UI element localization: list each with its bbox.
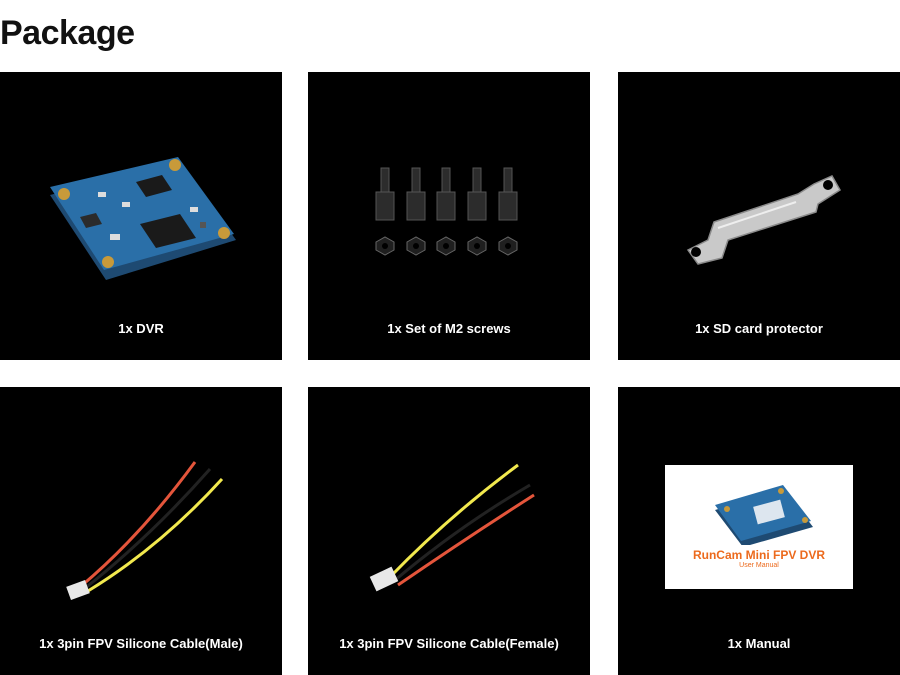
package-item-cable-female: 1x 3pin FPV Silicone Cable(Female) bbox=[308, 387, 590, 675]
manual-title: RunCam Mini FPV DVR bbox=[692, 548, 825, 562]
item-label: 1x 3pin FPV Silicone Cable(Female) bbox=[339, 636, 559, 651]
page-title: Package bbox=[0, 14, 135, 52]
item-label: 1x Set of M2 screws bbox=[387, 321, 511, 336]
item-label: 1x DVR bbox=[118, 321, 164, 336]
dvr-board-icon bbox=[50, 157, 236, 280]
manual-cover: RunCam Mini FPV DVR User Manual bbox=[665, 465, 853, 589]
manual-subtitle: User Manual bbox=[739, 562, 779, 569]
package-item-cable-male: 1x 3pin FPV Silicone Cable(Male) bbox=[0, 387, 282, 675]
item-label: 1x SD card protector bbox=[695, 321, 823, 336]
package-item-dvr: 1x DVR bbox=[0, 72, 282, 360]
package-item-sd-protector: 1x SD card protector bbox=[618, 72, 900, 360]
package-item-screws: 1x Set of M2 screws bbox=[308, 72, 590, 360]
cable-female-icon bbox=[369, 463, 535, 592]
package-item-manual: RunCam Mini FPV DVR User Manual 1x Manua… bbox=[618, 387, 900, 675]
manual-icon bbox=[715, 485, 813, 547]
sd-protector-icon bbox=[686, 175, 842, 265]
item-label: 1x 3pin FPV Silicone Cable(Male) bbox=[39, 636, 243, 651]
cable-male-icon bbox=[66, 461, 224, 600]
screws-icon bbox=[375, 167, 518, 256]
item-label: 1x Manual bbox=[727, 636, 791, 651]
